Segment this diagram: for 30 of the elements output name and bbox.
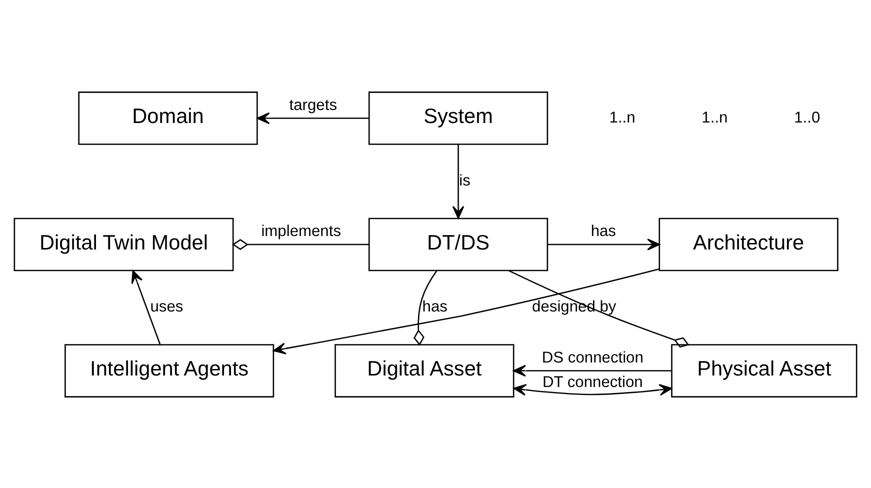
edge-label: designed by xyxy=(532,298,616,316)
arrow xyxy=(513,364,672,376)
edge-label: DS connection xyxy=(542,348,644,366)
edge-label: has xyxy=(422,298,448,316)
arrow xyxy=(548,238,660,250)
label: 1..0 xyxy=(794,108,820,126)
label: 1..n xyxy=(702,108,728,126)
edge-label: targets xyxy=(289,96,338,114)
node-box: Digital Asset xyxy=(334,344,514,397)
node-box: Physical Asset xyxy=(671,344,858,397)
arrow xyxy=(452,144,464,218)
connector xyxy=(414,270,438,346)
edge-label: implements xyxy=(261,222,342,240)
label: 1..n xyxy=(609,108,636,126)
connector xyxy=(232,238,369,250)
connector xyxy=(508,270,690,348)
arrow xyxy=(256,112,370,124)
arrow xyxy=(513,383,672,396)
edge-label: DT connection xyxy=(542,374,643,391)
edge-label: is xyxy=(459,172,470,189)
arrow xyxy=(131,270,161,344)
node-box: System xyxy=(368,91,548,144)
node-box: DT/DS xyxy=(368,217,548,271)
edge-label: uses xyxy=(150,298,184,316)
node-box: Domain xyxy=(78,91,258,144)
node-box: Intelligent Agents xyxy=(64,344,274,397)
edge-label: has xyxy=(590,222,616,240)
arrow xyxy=(272,268,659,354)
node-box: Architecture xyxy=(658,217,838,271)
node-box: Digital Twin Model xyxy=(14,217,234,271)
